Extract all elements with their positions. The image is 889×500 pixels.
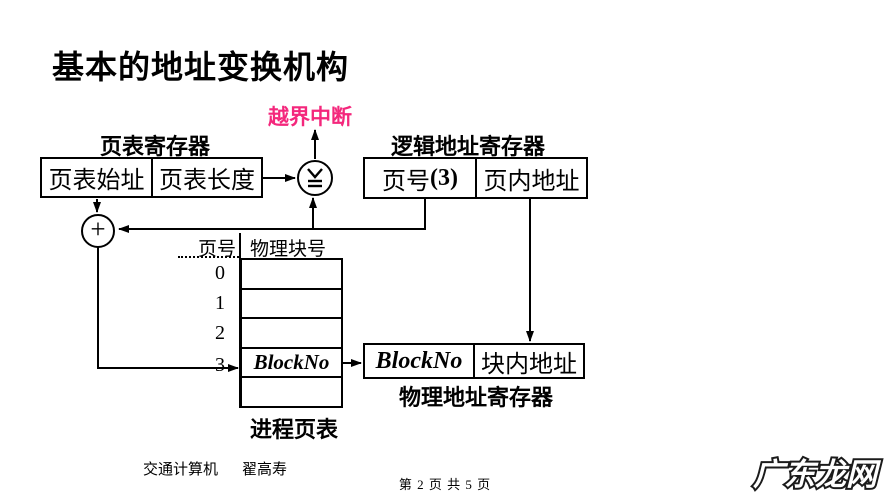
block-offset-cell: 块内地址 [481,351,577,378]
page-table-length-cell: 页表长度 [159,168,255,194]
table-row [242,319,341,349]
page-number-text: 页号 [382,168,430,195]
greater-equal-icon [307,168,323,188]
interrupt-label: 越界中断 [268,105,352,129]
page-table-register-label: 页表寄存器 [99,134,210,159]
page-number-cell: 页号(3) [365,159,477,197]
process-page-table: BlockNo [240,258,343,408]
page-title: 基本的地址变换机构 [52,49,350,85]
table-row [242,290,341,320]
footer-course: 交通计算机 [143,462,219,478]
page-table-start-cell: 页表始址 [42,159,153,196]
row-label-0: 0 [215,262,225,284]
page-number-indicator: 第 2 页 共 5 页 [398,477,492,492]
comparator-circle [297,160,333,196]
row-label-2: 2 [215,322,225,344]
physical-address-register-label: 物理地址寄存器 [398,385,553,410]
row-label-1: 1 [215,292,225,314]
process-page-table-caption: 进程页表 [249,417,338,442]
table-row [242,260,341,290]
table-row [242,378,341,406]
table-row-blockno: BlockNo [242,349,341,379]
page-table-register-box: 页表始址 页表长度 [40,157,263,198]
page-number-value: (3) [430,164,458,191]
logical-address-register-label: 逻辑地址寄存器 [390,134,545,159]
column-header-block-no: 物理块号 [250,239,327,260]
plus-icon: + [90,214,106,244]
physical-address-register-box: BlockNo 块内地址 [363,343,585,379]
row-label-3: 3 [215,354,225,376]
footer-author: 翟高寿 [242,462,288,478]
logical-address-register-box: 页号(3) 页内地址 [363,157,588,199]
footer-credit: 交通计算机 翟高寿 [143,458,287,479]
block-number-cell: BlockNo [365,345,475,377]
page-offset-cell: 页内地址 [483,168,580,195]
watermark-text: 广东龙网 [753,457,882,492]
watermark-logo: 广东龙网 [751,455,884,494]
adder-circle: + [81,214,115,248]
